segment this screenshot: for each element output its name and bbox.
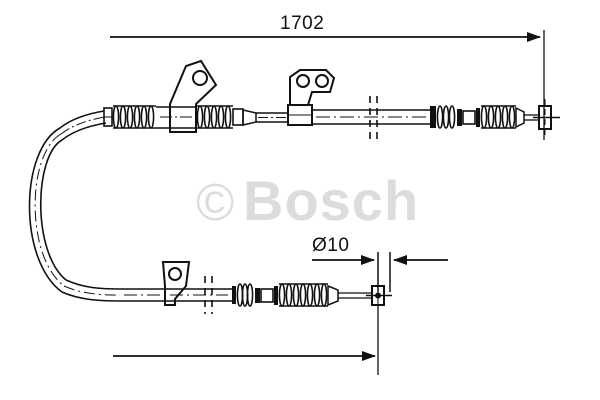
upper-cable-run	[59, 59, 560, 141]
watermark-copyright-symbol: ©	[196, 174, 234, 232]
upper-coil-left	[112, 105, 156, 129]
bosch-watermark: © Bosch	[196, 169, 419, 232]
lower-hose-bottom-left	[65, 279, 121, 290]
dimension-label-overall-length: 1702	[280, 13, 324, 34]
lower-coil	[278, 283, 328, 307]
bracket-hole-icon-b	[315, 74, 329, 88]
bracket-hole-icon-lower	[168, 267, 182, 281]
dimension-overall-length: 1702	[110, 13, 545, 140]
upper-bracket-two-hole	[287, 69, 336, 126]
lower-fittings-cluster	[232, 283, 278, 307]
lower-hose-taper	[327, 284, 339, 307]
break-symbol-lower	[204, 276, 213, 314]
upper-bracket-single-hole	[169, 59, 218, 133]
bend-outline-outer	[28, 127, 63, 293]
dimension-diameter: Ø10	[312, 235, 448, 292]
fitting-block-2	[457, 109, 462, 126]
fitting-block-4	[476, 108, 480, 127]
lower-hose-centerline-left	[63, 285, 121, 296]
cable-bend	[28, 127, 67, 293]
bend-outline-inner	[39, 139, 67, 281]
hose-centerline-left	[60, 116, 106, 135]
watermark-brand-text: Bosch	[243, 169, 419, 232]
bracket-hole-icon-a	[296, 74, 310, 88]
lower-fitting-block-3	[260, 288, 274, 303]
bracket-hole-icon	[192, 70, 208, 86]
lower-fitting-block-1	[232, 286, 236, 304]
upper-fittings-cluster	[430, 105, 480, 129]
hose-outline-top-left	[59, 110, 105, 129]
lower-fitting-block-4	[274, 286, 278, 305]
dimension-label-diameter: Ø10	[312, 235, 349, 256]
hose-outline-bottom-left	[61, 122, 107, 141]
dimension-lower-length	[113, 305, 379, 375]
break-symbol-upper	[369, 96, 378, 140]
bend-centerline	[34, 133, 65, 287]
fitting-block-1	[430, 106, 436, 128]
lower-bracket-single-hole	[161, 261, 191, 306]
lower-fitting-block-2	[255, 288, 260, 303]
upper-coil-right	[196, 105, 233, 129]
upper-coil-long-right	[480, 105, 516, 129]
upper-end-fitting	[533, 99, 560, 137]
fitting-block-3	[462, 110, 476, 125]
lower-hose-top-left	[61, 291, 121, 302]
hose-taper-upper-right	[515, 106, 525, 129]
